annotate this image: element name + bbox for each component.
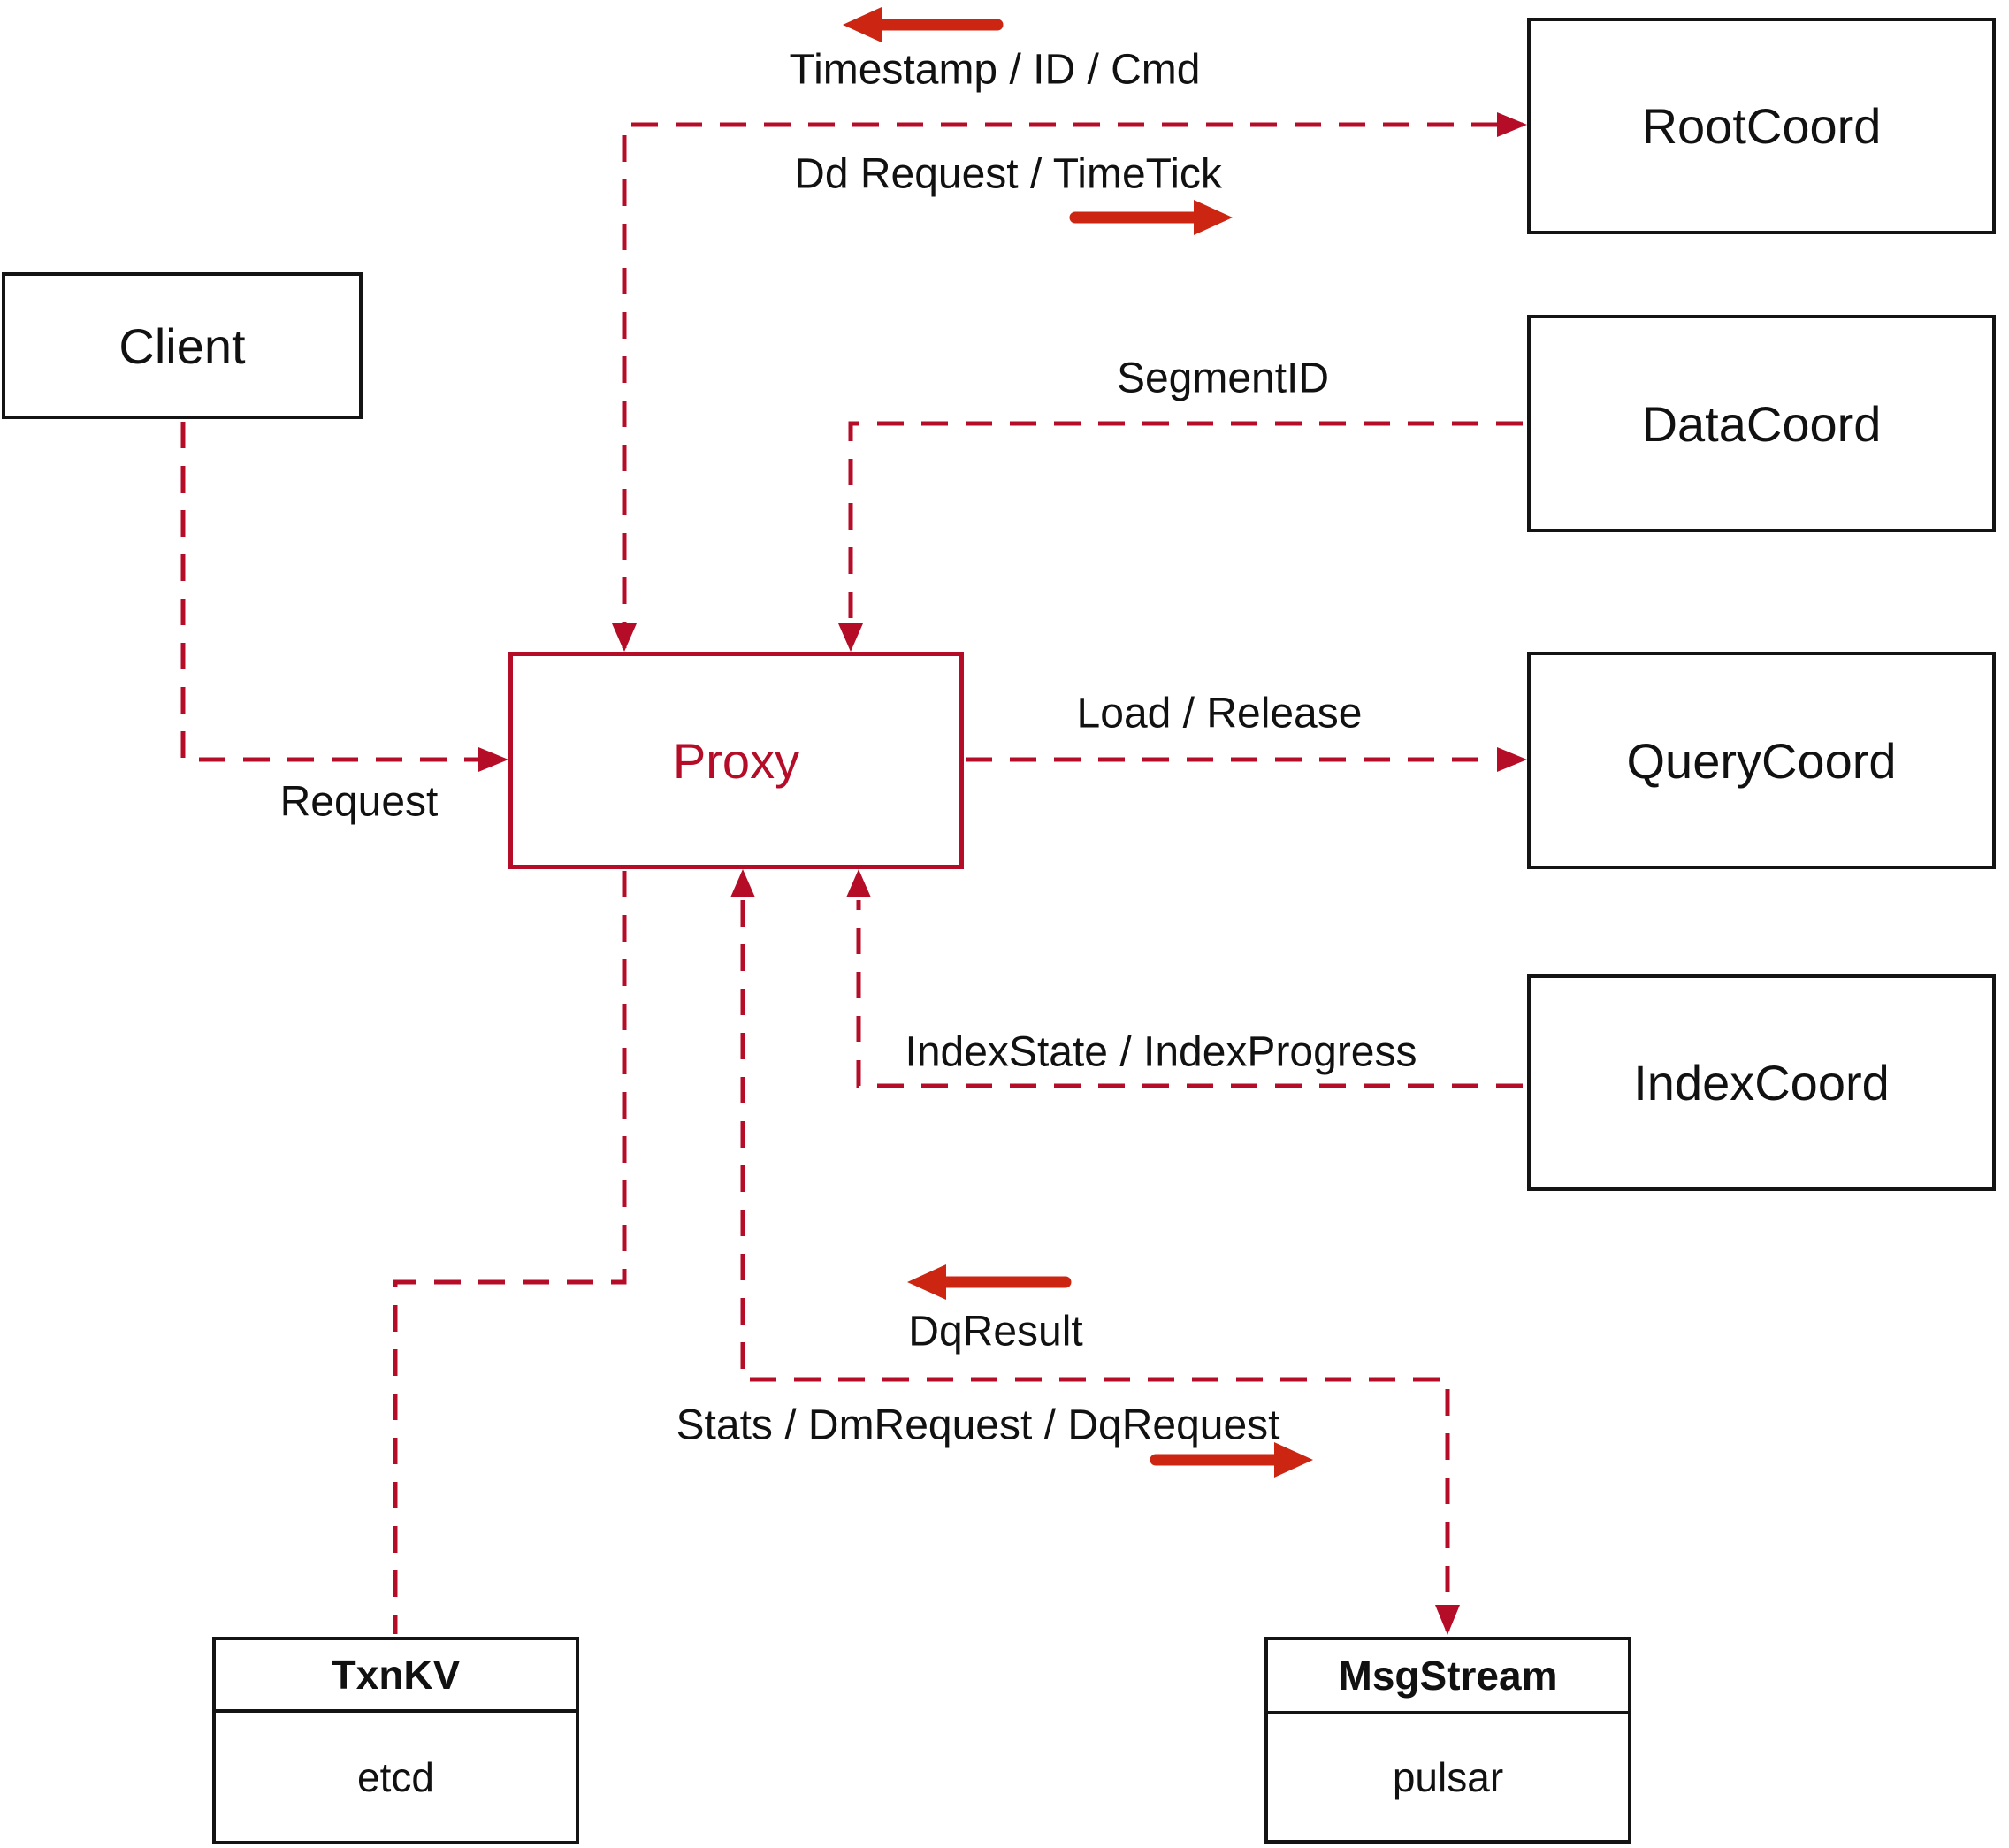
edge-label-segmentid: SegmentID <box>1116 355 1330 402</box>
edge-label-stats-dmrequest-dqrequest: Stats / DmRequest / DqRequest <box>676 1401 1280 1449</box>
arrowhead-down-into-msgstream <box>1435 1605 1460 1635</box>
arrowhead-up-into-proxy-from-msgstream <box>730 869 755 897</box>
arrow-right-icon <box>1069 200 1233 235</box>
edge-proxy-msgstream <box>740 900 1450 1631</box>
edge-label-load-release: Load / Release <box>1076 690 1363 737</box>
edge-label-dqresult: DqResult <box>908 1308 1083 1355</box>
node-rootcoord-label: RootCoord <box>1641 98 1882 154</box>
node-txnkv-body: etcd <box>216 1713 576 1841</box>
node-indexcoord-label: IndexCoord <box>1633 1055 1890 1111</box>
edge-indexcoord-proxy <box>856 900 1523 1088</box>
node-msgstream-subtitle: pulsar <box>1392 1754 1504 1800</box>
edge-label-request: Request <box>279 778 439 826</box>
node-msgstream-body: pulsar <box>1268 1714 1628 1840</box>
node-txnkv-subtitle: etcd <box>357 1753 434 1800</box>
node-msgstream-header: MsgStream <box>1268 1640 1628 1714</box>
node-proxy-label: Proxy <box>672 732 800 789</box>
node-msgstream-title: MsgStream <box>1338 1653 1558 1699</box>
node-datacoord: DataCoord <box>1527 315 1996 532</box>
node-rootcoord: RootCoord <box>1527 18 1996 234</box>
edge-datacoord-proxy <box>848 421 1523 646</box>
node-txnkv: TxnKV etcd <box>212 1637 579 1844</box>
node-querycoord: QueryCoord <box>1527 652 1996 869</box>
edge-label-timestamp-id-cmd: Timestamp / ID / Cmd <box>789 46 1201 94</box>
arrowhead-right-into-querycoord <box>1497 747 1527 772</box>
node-msgstream: MsgStream pulsar <box>1264 1637 1631 1844</box>
arrowhead-right-into-rootcoord <box>1497 112 1527 137</box>
arrowhead-down-into-proxy-from-datacoord <box>838 623 863 652</box>
node-indexcoord: IndexCoord <box>1527 974 1996 1191</box>
edge-label-dd-request-timetick: Dd Request / TimeTick <box>794 150 1222 198</box>
node-txnkv-header: TxnKV <box>216 1640 576 1713</box>
node-client-label: Client <box>118 317 246 374</box>
arrow-right-icon <box>1150 1442 1313 1478</box>
arrow-left-icon <box>843 7 1004 42</box>
node-querycoord-label: QueryCoord <box>1626 732 1897 789</box>
arrowhead-down-into-proxy-from-rootcoord <box>612 623 637 652</box>
edge-proxy-txnkv <box>393 871 627 1634</box>
node-datacoord-label: DataCoord <box>1641 395 1882 452</box>
arrowhead-right-into-proxy-from-client <box>478 747 508 772</box>
node-proxy: Proxy <box>508 652 964 869</box>
edge-client-proxy <box>180 422 502 762</box>
edge-proxy-rootcoord <box>622 122 1523 648</box>
node-client: Client <box>2 272 363 419</box>
node-txnkv-title: TxnKV <box>331 1652 461 1698</box>
edge-label-indexstate-indexprogress: IndexState / IndexProgress <box>905 1028 1417 1076</box>
arrowhead-up-into-proxy-from-indexcoord <box>846 869 871 897</box>
arrow-left-icon <box>907 1264 1072 1300</box>
